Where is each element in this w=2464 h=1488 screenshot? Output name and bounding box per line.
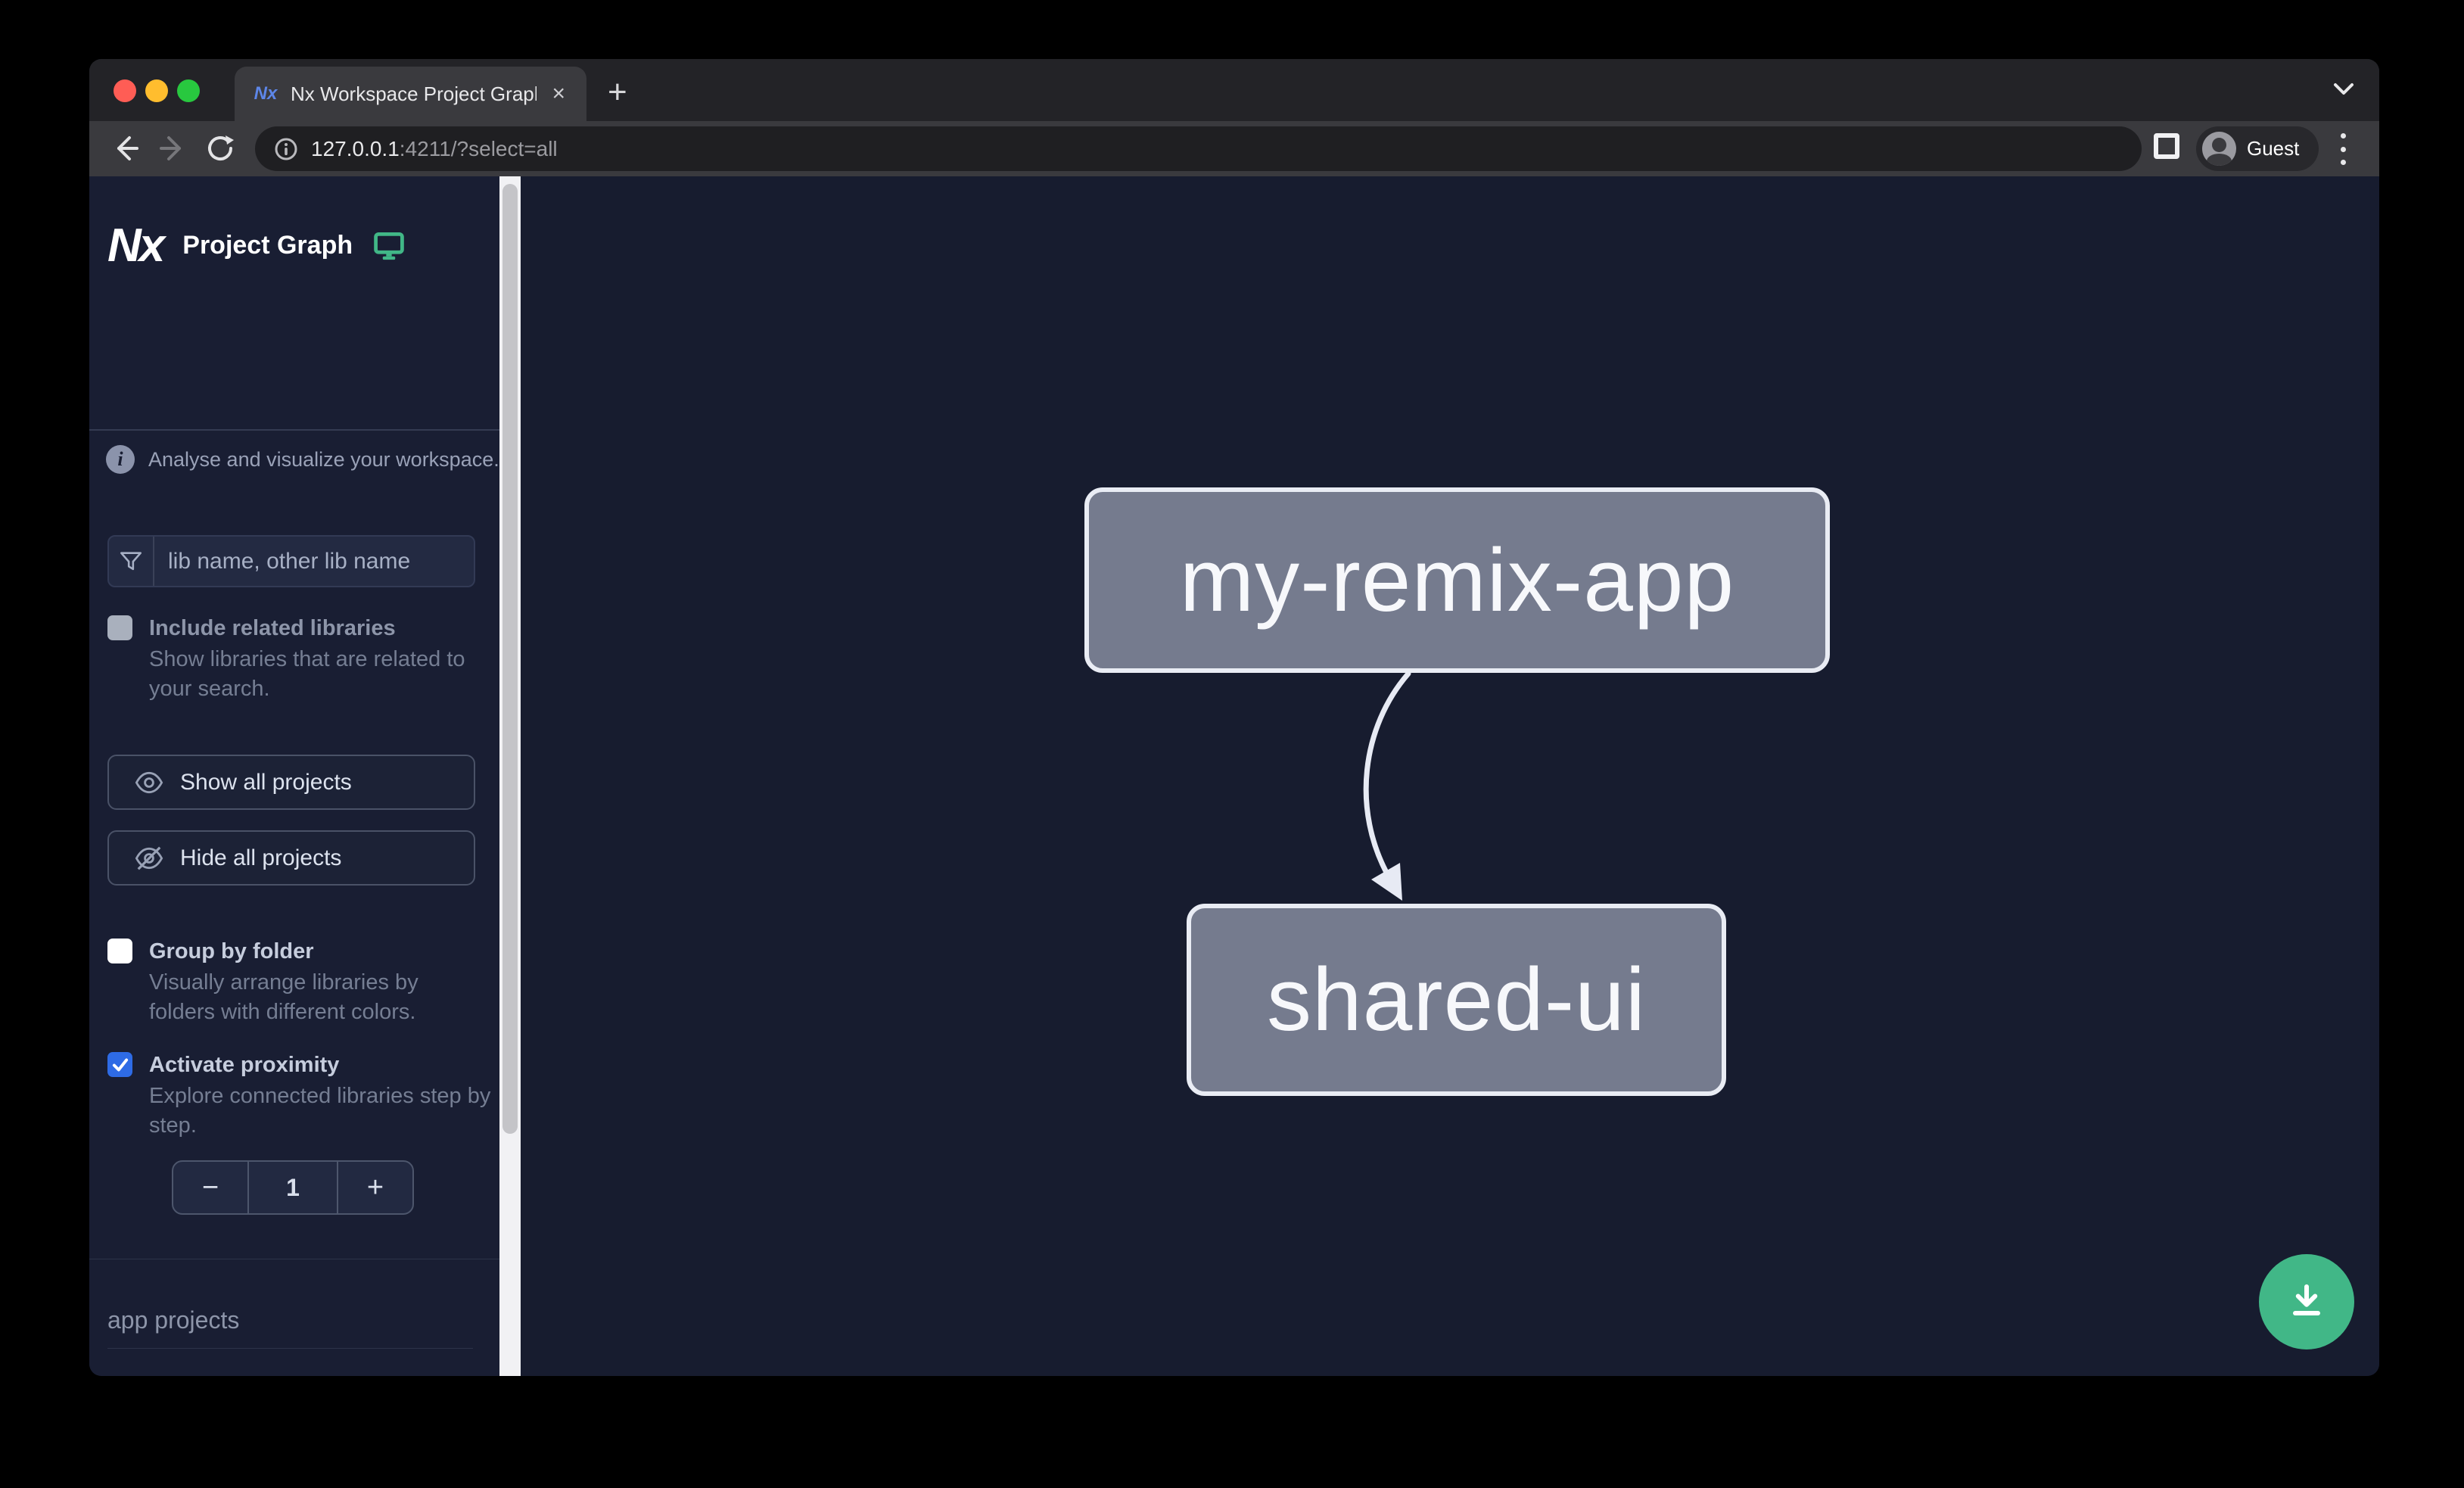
option-group-by-folder: Group by folder Visually arrange librari… <box>107 937 481 1027</box>
eye-icon <box>135 771 163 793</box>
edge-my-remix-app-to-shared-ui <box>1363 671 1411 881</box>
include-related-checkbox[interactable] <box>107 615 132 640</box>
tab-close-icon[interactable]: × <box>552 81 565 106</box>
filter-box <box>107 535 475 587</box>
sidebar: Nx Project Graph i Analyse and visualize… <box>89 176 499 1376</box>
page-title: Project Graph <box>182 231 353 260</box>
profile-button[interactable]: Guest <box>2196 126 2319 171</box>
hide-all-projects-label: Hide all projects <box>180 845 342 870</box>
section-e2e-projects[interactable]: e2e projects <box>107 1349 473 1376</box>
graph-edges <box>1363 671 1411 901</box>
proximity-decrease-button[interactable]: − <box>201 1171 219 1203</box>
scrollbar-thumb[interactable] <box>502 184 518 1134</box>
activate-proximity-description: Explore connected libraries step by step… <box>149 1084 491 1138</box>
window-close-button[interactable] <box>114 79 136 102</box>
show-all-projects-label: Show all projects <box>180 769 352 795</box>
tagline-text: Analyse and visualize your workspace. <box>148 447 499 471</box>
info-icon: i <box>106 445 135 474</box>
hide-all-projects-button[interactable]: Hide all projects <box>107 830 475 886</box>
window-minimize-button[interactable] <box>145 79 168 102</box>
header-divider <box>89 429 499 431</box>
eye-off-icon <box>135 846 163 870</box>
graph-node-my-remix-app[interactable]: my-remix-app <box>1084 487 1830 673</box>
tab-overview-chevron-icon[interactable] <box>2331 80 2357 102</box>
sidebar-scrollbar[interactable] <box>499 176 521 1376</box>
proximity-stepper: − 1 + <box>172 1160 414 1215</box>
download-graph-button[interactable] <box>2259 1254 2354 1349</box>
edge-arrowhead-icon <box>1371 863 1402 901</box>
download-icon <box>2293 1284 2320 1315</box>
url-text: 127.0.0.1:4211/?select=all <box>311 137 558 161</box>
include-related-label: Include related libraries <box>149 616 396 640</box>
group-by-folder-description: Visually arrange libraries by folders wi… <box>149 970 418 1024</box>
node-label: my-remix-app <box>1179 530 1735 630</box>
browser-menu-icon[interactable] <box>2335 133 2350 165</box>
checkmark-icon <box>112 1058 128 1071</box>
tab-title: Nx Workspace Project Graph <box>291 82 537 105</box>
activate-proximity-label: Activate proximity <box>149 1053 340 1077</box>
browser-tab[interactable]: Nx Nx Workspace Project Graph × <box>235 67 586 121</box>
url-host: 127.0.0.1 <box>311 136 400 160</box>
new-tab-button[interactable]: + <box>608 73 627 111</box>
window-zoom-button[interactable] <box>177 79 200 102</box>
avatar-icon <box>2202 132 2236 166</box>
browser-toolbar: 127.0.0.1:4211/?select=all Guest <box>89 121 2379 176</box>
proximity-increase-button[interactable]: + <box>366 1171 384 1203</box>
browser-window: Nx Nx Workspace Project Graph × + 12 <box>89 59 2379 1376</box>
include-related-description: Show libraries that are related to your … <box>149 647 465 701</box>
show-all-projects-button[interactable]: Show all projects <box>107 755 475 810</box>
option-activate-proximity: Activate proximity Explore connected lib… <box>107 1051 490 1141</box>
filter-funnel-icon <box>109 537 154 586</box>
graph-node-shared-ui[interactable]: shared-ui <box>1187 904 1726 1096</box>
forward-icon[interactable] <box>156 131 191 166</box>
tagline-row: i Analyse and visualize your workspace. <box>106 445 499 474</box>
tab-strip: Nx Nx Workspace Project Graph × + <box>89 59 2379 121</box>
nx-logo: Nx <box>107 219 165 272</box>
filter-input[interactable] <box>154 548 474 574</box>
graph-canvas[interactable]: my-remix-app shared-ui <box>521 176 2379 1376</box>
back-icon[interactable] <box>107 131 142 166</box>
url-path: :4211/?select=all <box>399 136 558 160</box>
group-by-folder-checkbox[interactable] <box>107 939 132 963</box>
profile-label: Guest <box>2247 137 2300 160</box>
section-app-projects[interactable]: app projects <box>107 1259 473 1349</box>
page-content: Nx Project Graph i Analyse and visualize… <box>89 176 2379 1376</box>
option-include-related: Include related libraries Show libraries… <box>107 614 481 704</box>
reload-icon[interactable] <box>203 131 238 166</box>
address-bar[interactable]: 127.0.0.1:4211/?select=all <box>255 126 2142 171</box>
monitor-icon <box>374 232 404 260</box>
sidebar-header: Nx Project Graph <box>107 219 406 272</box>
group-by-folder-label: Group by folder <box>149 939 314 963</box>
activate-proximity-checkbox[interactable] <box>107 1052 132 1077</box>
node-label: shared-ui <box>1267 950 1646 1050</box>
proximity-value[interactable]: 1 <box>247 1162 338 1213</box>
side-panel-icon[interactable] <box>2154 133 2179 159</box>
site-info-icon[interactable] <box>273 136 299 162</box>
nx-favicon-icon: Nx <box>254 83 278 104</box>
project-sections: app projects e2e projects <box>89 1259 499 1376</box>
